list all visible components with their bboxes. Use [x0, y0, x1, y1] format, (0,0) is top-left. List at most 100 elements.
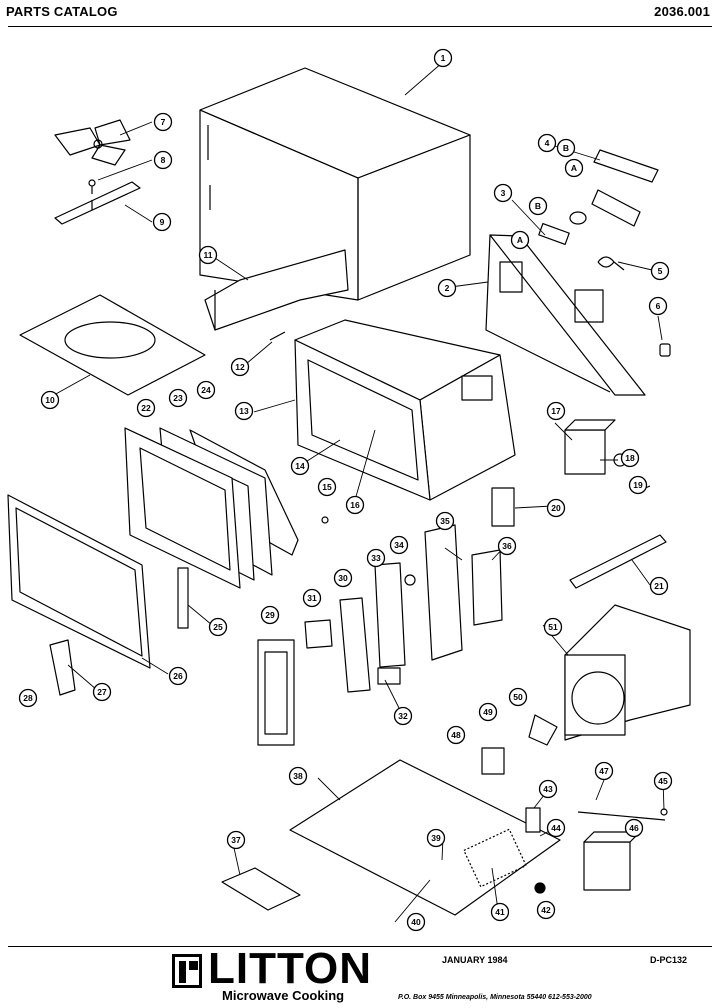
- litton-logo-icon: [172, 954, 202, 988]
- callout-40: 40: [406, 912, 426, 932]
- callout-number: 20: [551, 503, 561, 513]
- part-control-boards: [591, 149, 659, 227]
- callout-47: 47: [594, 761, 614, 781]
- part-screw: [269, 331, 286, 341]
- catalog-number: 2036.001: [654, 4, 710, 19]
- callout-17: 17: [546, 401, 566, 421]
- callout-7: 7: [153, 112, 173, 132]
- catalog-title: PARTS CATALOG: [6, 4, 118, 19]
- callout-35: 35: [435, 511, 455, 531]
- callout-3: 3: [493, 183, 513, 203]
- part-fan-duct: [564, 604, 691, 741]
- callout-A: A: [510, 230, 530, 250]
- callout-number: 17: [551, 406, 561, 416]
- callout-21: 21: [649, 576, 669, 596]
- callout-36: 36: [497, 536, 517, 556]
- callout-number: B: [535, 201, 541, 211]
- callout-9: 9: [152, 212, 172, 232]
- litton-logo: LITTON Microwave Cooking: [172, 944, 371, 1004]
- callout-B: B: [556, 138, 576, 158]
- callout-20: 20: [546, 498, 566, 518]
- callout-44: 44: [546, 818, 566, 838]
- callout-number: 12: [235, 362, 245, 372]
- callout-10: 10: [40, 390, 60, 410]
- callout-29: 29: [260, 605, 280, 625]
- part-knob: [659, 343, 671, 357]
- callout-37: 37: [226, 830, 246, 850]
- callout-number: 50: [513, 692, 523, 702]
- callout-number: 11: [204, 250, 213, 260]
- callout-2: 2: [437, 278, 457, 298]
- callout-number: 8: [161, 155, 166, 165]
- callout-number: 26: [173, 671, 183, 681]
- callout-38: 38: [288, 766, 308, 786]
- callout-number: 22: [141, 403, 151, 413]
- callout-28: 28: [18, 688, 38, 708]
- callout-number: 37: [231, 835, 241, 845]
- callout-number: 25: [213, 622, 223, 632]
- catalog-date: JANUARY 1984: [442, 955, 508, 965]
- callout-4: 4: [537, 133, 557, 153]
- callout-number: 1: [441, 53, 446, 63]
- callout-number: 38: [293, 771, 303, 781]
- part-transformer: [583, 831, 641, 891]
- part-outer-door: [7, 494, 151, 669]
- part-door-hook: [49, 639, 76, 696]
- part-fan-motor: [481, 747, 505, 775]
- callout-number: 27: [97, 687, 107, 697]
- callout-number: B: [563, 143, 569, 153]
- part-base-plate: [289, 759, 561, 916]
- part-outer-cabinet: [199, 67, 471, 301]
- callout-31: 31: [302, 588, 322, 608]
- callout-34: 34: [389, 535, 409, 555]
- part-door-latch: [177, 567, 189, 629]
- callout-number: A: [571, 163, 577, 173]
- part-control-frame: [257, 639, 295, 746]
- callout-39: 39: [426, 828, 446, 848]
- callout-50: 50: [508, 687, 528, 707]
- callout-number: 34: [394, 540, 404, 550]
- callout-27: 27: [92, 682, 112, 702]
- callout-18: 18: [620, 448, 640, 468]
- brand-subtitle: Microwave Cooking: [222, 988, 345, 1003]
- callout-25: 25: [208, 617, 228, 637]
- callout-48: 48: [446, 725, 466, 745]
- callout-number: 36: [502, 541, 512, 551]
- callout-number: 16: [350, 500, 360, 510]
- brand-name: LITTON: [208, 944, 373, 993]
- part-fan-bracket: [54, 181, 141, 225]
- callout-number: 18: [625, 453, 635, 463]
- callout-number: 42: [541, 905, 551, 915]
- part-foot: [534, 882, 546, 894]
- part-thermal-cutout: [597, 256, 625, 271]
- callout-43: 43: [538, 779, 558, 799]
- callout-16: 16: [345, 495, 365, 515]
- callout-49: 49: [478, 702, 498, 722]
- part-door-strip: [569, 534, 667, 589]
- callout-51: 51: [543, 617, 563, 637]
- callout-number: 2: [445, 283, 450, 293]
- callout-number: 4: [545, 138, 550, 148]
- part-capacitor: [525, 807, 541, 833]
- callout-number: A: [517, 235, 523, 245]
- callout-41: 41: [490, 902, 510, 922]
- callout-45: 45: [653, 771, 673, 791]
- part-control-panels: [304, 562, 406, 693]
- callout-number: 48: [451, 730, 461, 740]
- callout-32: 32: [393, 706, 413, 726]
- callout-number: 15: [322, 482, 332, 492]
- callout-24: 24: [196, 380, 216, 400]
- callout-number: 39: [431, 833, 441, 843]
- callout-number: 47: [599, 766, 609, 776]
- callout-14: 14: [290, 456, 310, 476]
- part-hv-diode: [577, 808, 668, 821]
- callout-8: 8: [153, 150, 173, 170]
- callout-B: B: [528, 196, 548, 216]
- callout-number: 44: [551, 823, 561, 833]
- callout-number: 6: [656, 301, 661, 311]
- callout-13: 13: [234, 401, 254, 421]
- header-rule: [8, 26, 712, 27]
- callout-11: 11: [198, 245, 218, 265]
- part-air-guide: [204, 249, 349, 331]
- callout-number: 35: [440, 516, 450, 526]
